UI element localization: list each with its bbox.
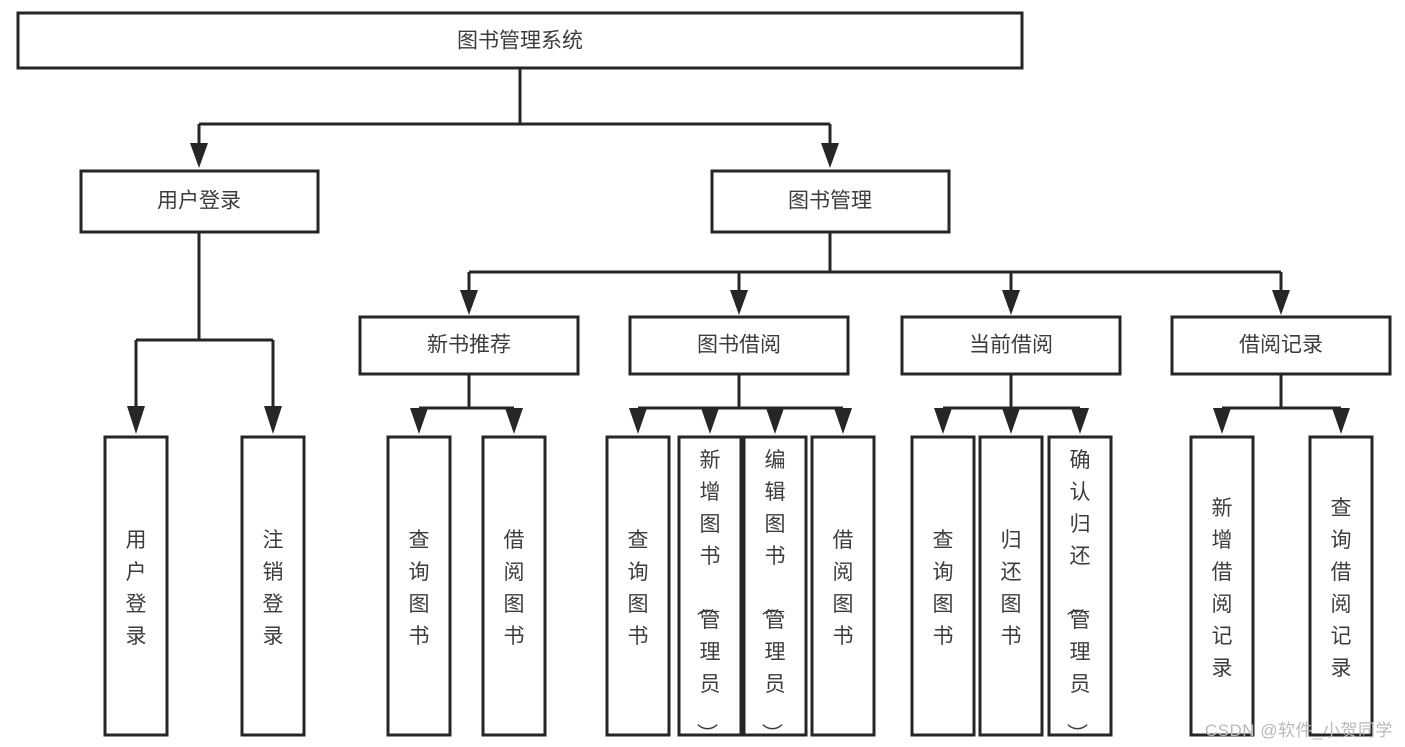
node-leaf-edit-book-label: 编辑图书（管理员） (760, 449, 786, 744)
arrow-book-borrow-leaf-2 (701, 408, 719, 434)
arrow-current-borrow-leaf-3 (1071, 408, 1089, 434)
node-book-borrow-label: 图书借阅 (697, 334, 781, 357)
node-user-login-label: 用户登录 (157, 190, 241, 213)
node-leaf-user-login-box[interactable] (103, 435, 169, 737)
node-leaf-user-login[interactable]: 用户登录 (103, 435, 169, 737)
arrow-book-manage-child-2 (730, 290, 748, 315)
node-book-borrow[interactable]: 图书借阅 (628, 315, 850, 376)
arrow-user-login-leaf-2 (264, 406, 282, 434)
node-new-book-recommend-label: 新书推荐 (427, 334, 511, 357)
node-current-borrow-box[interactable] (900, 315, 1122, 376)
node-leaf-query-record-box[interactable] (1308, 435, 1374, 737)
node-leaf-query-book-3-box[interactable] (910, 435, 976, 737)
arrow-current-borrow-leaf-2 (1002, 408, 1020, 434)
node-leaf-add-book-label: 新增图书（管理员） (695, 449, 721, 744)
node-root-label: 图书管理系统 (457, 30, 583, 53)
node-leaf-query-record[interactable]: 查询借阅记录 (1308, 435, 1374, 737)
node-leaf-user-logout[interactable]: 注销登录 (240, 435, 306, 737)
arrow-root-to-user-login (190, 143, 208, 168)
arrow-borrow-record-leaf-2 (1332, 408, 1350, 434)
node-leaf-query-book-2-box[interactable] (605, 435, 671, 737)
node-leaf-confirm-return-box[interactable] (1047, 435, 1113, 737)
node-leaf-borrow-book-1-box[interactable] (481, 435, 547, 737)
node-leaf-user-logout-label: 注销登录 (263, 529, 284, 648)
arrow-root-to-book-manage (821, 143, 839, 168)
node-leaf-add-record-label: 新增借阅记录 (1212, 497, 1233, 680)
node-current-borrow-label: 当前借阅 (969, 334, 1053, 357)
node-borrow-record-box[interactable] (1170, 315, 1392, 376)
node-leaf-query-book-3-label: 查询图书 (933, 529, 954, 648)
node-new-book-recommend-box[interactable] (358, 315, 580, 376)
arrow-book-borrow-leaf-4 (834, 408, 852, 434)
node-leaf-user-login-label: 用户登录 (126, 529, 147, 648)
node-leaf-query-record-label: 查询借阅记录 (1331, 497, 1352, 680)
arrow-book-manage-child-3 (1002, 290, 1020, 315)
node-leaf-return-book[interactable]: 归还图书 (978, 435, 1044, 737)
arrow-book-manage-child-1 (460, 290, 478, 315)
node-leaf-add-book[interactable]: 新增图书（管理员） (677, 435, 743, 744)
arrow-new-book-leaf-1 (410, 408, 428, 434)
node-leaf-query-book-2-label: 查询图书 (628, 529, 649, 648)
node-leaf-borrow-book-2-label: 借阅图书 (833, 529, 854, 648)
node-book-manage-box[interactable] (710, 169, 951, 234)
node-borrow-record-label: 借阅记录 (1239, 334, 1323, 357)
node-leaf-borrow-book-2[interactable]: 借阅图书 (810, 435, 876, 737)
node-leaf-query-book-3[interactable]: 查询图书 (910, 435, 976, 737)
arrow-book-borrow-leaf-3 (766, 408, 784, 434)
node-user-login-box[interactable] (79, 169, 320, 234)
node-leaf-query-book-2[interactable]: 查询图书 (605, 435, 671, 737)
arrow-book-manage-child-4 (1272, 290, 1290, 315)
node-leaf-add-record[interactable]: 新增借阅记录 (1189, 435, 1255, 737)
node-current-borrow[interactable]: 当前借阅 (900, 315, 1122, 376)
node-leaf-confirm-return[interactable]: 确认归还（管理员） (1047, 435, 1113, 744)
node-leaf-add-record-box[interactable] (1189, 435, 1255, 737)
node-book-borrow-box[interactable] (628, 315, 850, 376)
node-leaf-query-book-1-box[interactable] (386, 435, 452, 737)
node-leaf-return-book-label: 归还图书 (1001, 529, 1022, 648)
node-leaf-borrow-book-2-box[interactable] (810, 435, 876, 737)
node-user-login[interactable]: 用户登录 (79, 169, 320, 234)
leaf-nodes-layer: 用户登录 注销登录 查询图书 借阅图书 查询图书 新增图书（管理员） (103, 435, 1374, 744)
node-leaf-query-book-1-label: 查询图书 (409, 529, 430, 648)
connector-layer (127, 68, 1350, 434)
node-leaf-add-book-box[interactable] (677, 435, 743, 737)
node-leaf-user-logout-box[interactable] (240, 435, 306, 737)
node-leaf-confirm-return-label: 确认归还（管理员） (1065, 449, 1091, 744)
node-leaf-return-book-box[interactable] (978, 435, 1044, 737)
node-leaf-borrow-book-1[interactable]: 借阅图书 (481, 435, 547, 737)
node-leaf-query-book-1[interactable]: 查询图书 (386, 435, 452, 737)
node-book-manage-label: 图书管理 (788, 190, 872, 213)
arrow-new-book-leaf-2 (505, 408, 523, 434)
node-leaf-edit-book[interactable]: 编辑图书（管理员） (742, 435, 808, 744)
node-leaf-edit-book-box[interactable] (742, 435, 808, 737)
arrow-book-borrow-leaf-1 (629, 408, 647, 434)
node-borrow-record[interactable]: 借阅记录 (1170, 315, 1392, 376)
node-leaf-borrow-book-1-label: 借阅图书 (504, 529, 525, 648)
node-root-box[interactable] (16, 11, 1024, 70)
arrow-user-login-leaf-1 (127, 406, 145, 434)
node-root[interactable]: 图书管理系统 (16, 11, 1024, 70)
node-new-book-recommend[interactable]: 新书推荐 (358, 315, 580, 376)
arrow-borrow-record-leaf-1 (1213, 408, 1231, 434)
arrow-current-borrow-leaf-1 (934, 408, 952, 434)
node-book-manage[interactable]: 图书管理 (710, 169, 951, 234)
